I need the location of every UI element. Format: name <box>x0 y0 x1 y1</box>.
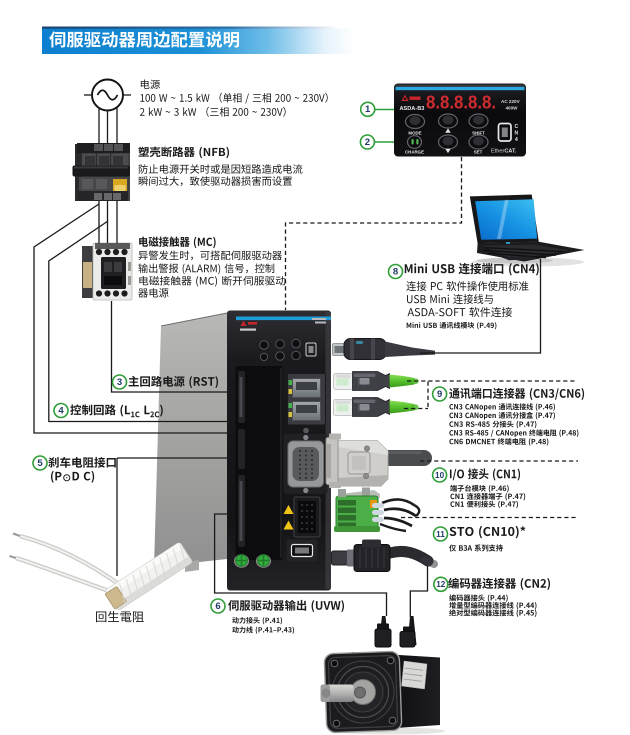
svg-text:ASDA-B3: ASDA-B3 <box>400 106 425 112</box>
svg-text:9: 9 <box>437 389 442 400</box>
svg-text:4: 4 <box>58 405 64 416</box>
svg-text:N: N <box>515 131 519 137</box>
svg-text:MODE: MODE <box>408 131 421 136</box>
svg-text:5: 5 <box>37 458 43 469</box>
svg-text:AC 220V: AC 220V <box>501 99 521 104</box>
svg-text:8: 8 <box>393 266 398 277</box>
svg-text:8.8.8.8.8.: 8.8.8.8.8. <box>426 93 496 113</box>
svg-text:2: 2 <box>365 137 370 148</box>
svg-text:SHIFT: SHIFT <box>472 131 485 136</box>
svg-text:6: 6 <box>215 601 220 612</box>
svg-text:11: 11 <box>436 530 445 539</box>
svg-text:SET: SET <box>474 150 483 155</box>
svg-text:10: 10 <box>435 471 445 480</box>
svg-text:C: C <box>515 124 519 130</box>
svg-text:400W: 400W <box>506 106 519 111</box>
svg-text:3: 3 <box>117 377 122 388</box>
svg-text:CHARGE: CHARGE <box>405 150 424 155</box>
svg-text:12: 12 <box>436 580 446 589</box>
svg-text:4: 4 <box>515 137 518 143</box>
svg-text:EtherCAT.: EtherCAT. <box>491 149 517 155</box>
svg-text:1: 1 <box>365 104 371 115</box>
